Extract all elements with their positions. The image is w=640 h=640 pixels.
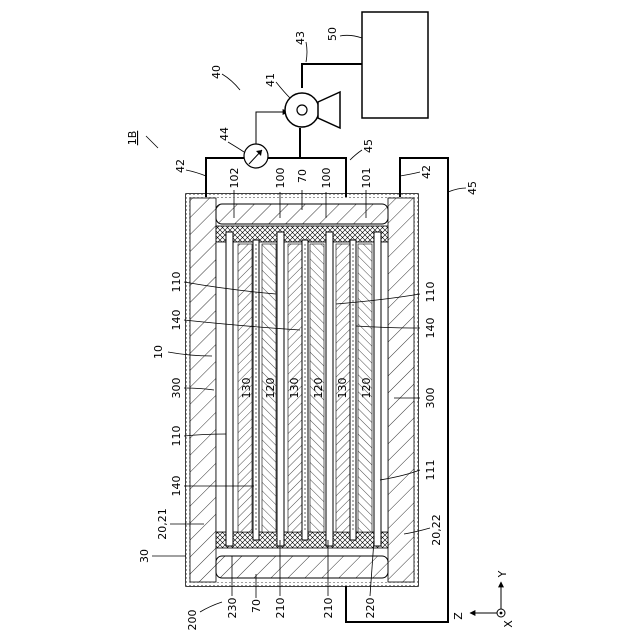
label-140-right: 140 xyxy=(424,318,437,339)
label-100-a: 100 xyxy=(274,168,287,189)
sensor-44 xyxy=(244,144,268,168)
label-101: 101 xyxy=(360,168,373,189)
label-45-right: 45 xyxy=(466,181,479,195)
label-20-21: 20,21 xyxy=(156,508,169,540)
label-120-a: 120 xyxy=(264,378,277,399)
label-300-right: 300 xyxy=(424,388,437,409)
bottom-band-70 xyxy=(216,556,388,578)
coordinate-axes xyxy=(470,582,505,617)
label-120-c: 120 xyxy=(360,378,373,399)
label-44: 44 xyxy=(218,127,231,141)
label-45-upper: 45 xyxy=(362,139,375,153)
label-230: 230 xyxy=(226,598,239,619)
label-30: 30 xyxy=(138,549,151,563)
label-210-a: 210 xyxy=(274,598,287,619)
label-111: 111 xyxy=(424,460,437,481)
label-10: 10 xyxy=(152,345,165,359)
label-1B: 1B xyxy=(126,131,139,146)
axis-label-x: X xyxy=(502,620,515,628)
label-42-right: 42 xyxy=(420,165,433,179)
label-130-c: 130 xyxy=(336,378,349,399)
label-110-right: 110 xyxy=(424,282,437,303)
label-70-bottom: 70 xyxy=(250,599,263,613)
label-220: 220 xyxy=(364,598,377,619)
controller-50 xyxy=(362,12,428,118)
label-41: 41 xyxy=(264,73,277,87)
label-300-left: 300 xyxy=(170,378,183,399)
label-210-b: 210 xyxy=(322,598,335,619)
label-130-a: 130 xyxy=(240,378,253,399)
blower-41 xyxy=(285,92,340,128)
label-120-b: 120 xyxy=(312,378,325,399)
label-50: 50 xyxy=(326,27,339,41)
label-40: 40 xyxy=(210,65,223,79)
label-140-left: 140 xyxy=(170,310,183,331)
label-43: 43 xyxy=(294,31,307,45)
label-200: 200 xyxy=(186,610,199,631)
label-102: 102 xyxy=(228,168,241,189)
label-110-left: 110 xyxy=(170,272,183,293)
label-140-lower-left: 140 xyxy=(170,476,183,497)
label-20-22: 20,22 xyxy=(430,514,443,546)
axis-label-z: Z xyxy=(452,612,465,620)
label-42-left: 42 xyxy=(174,159,187,173)
axis-label-y: Y xyxy=(496,570,509,578)
label-100-b: 100 xyxy=(320,168,333,189)
label-70-top: 70 xyxy=(296,169,309,183)
label-130-b: 130 xyxy=(288,378,301,399)
side-wall-right xyxy=(388,198,414,582)
label-110-lower-left: 110 xyxy=(170,426,183,447)
